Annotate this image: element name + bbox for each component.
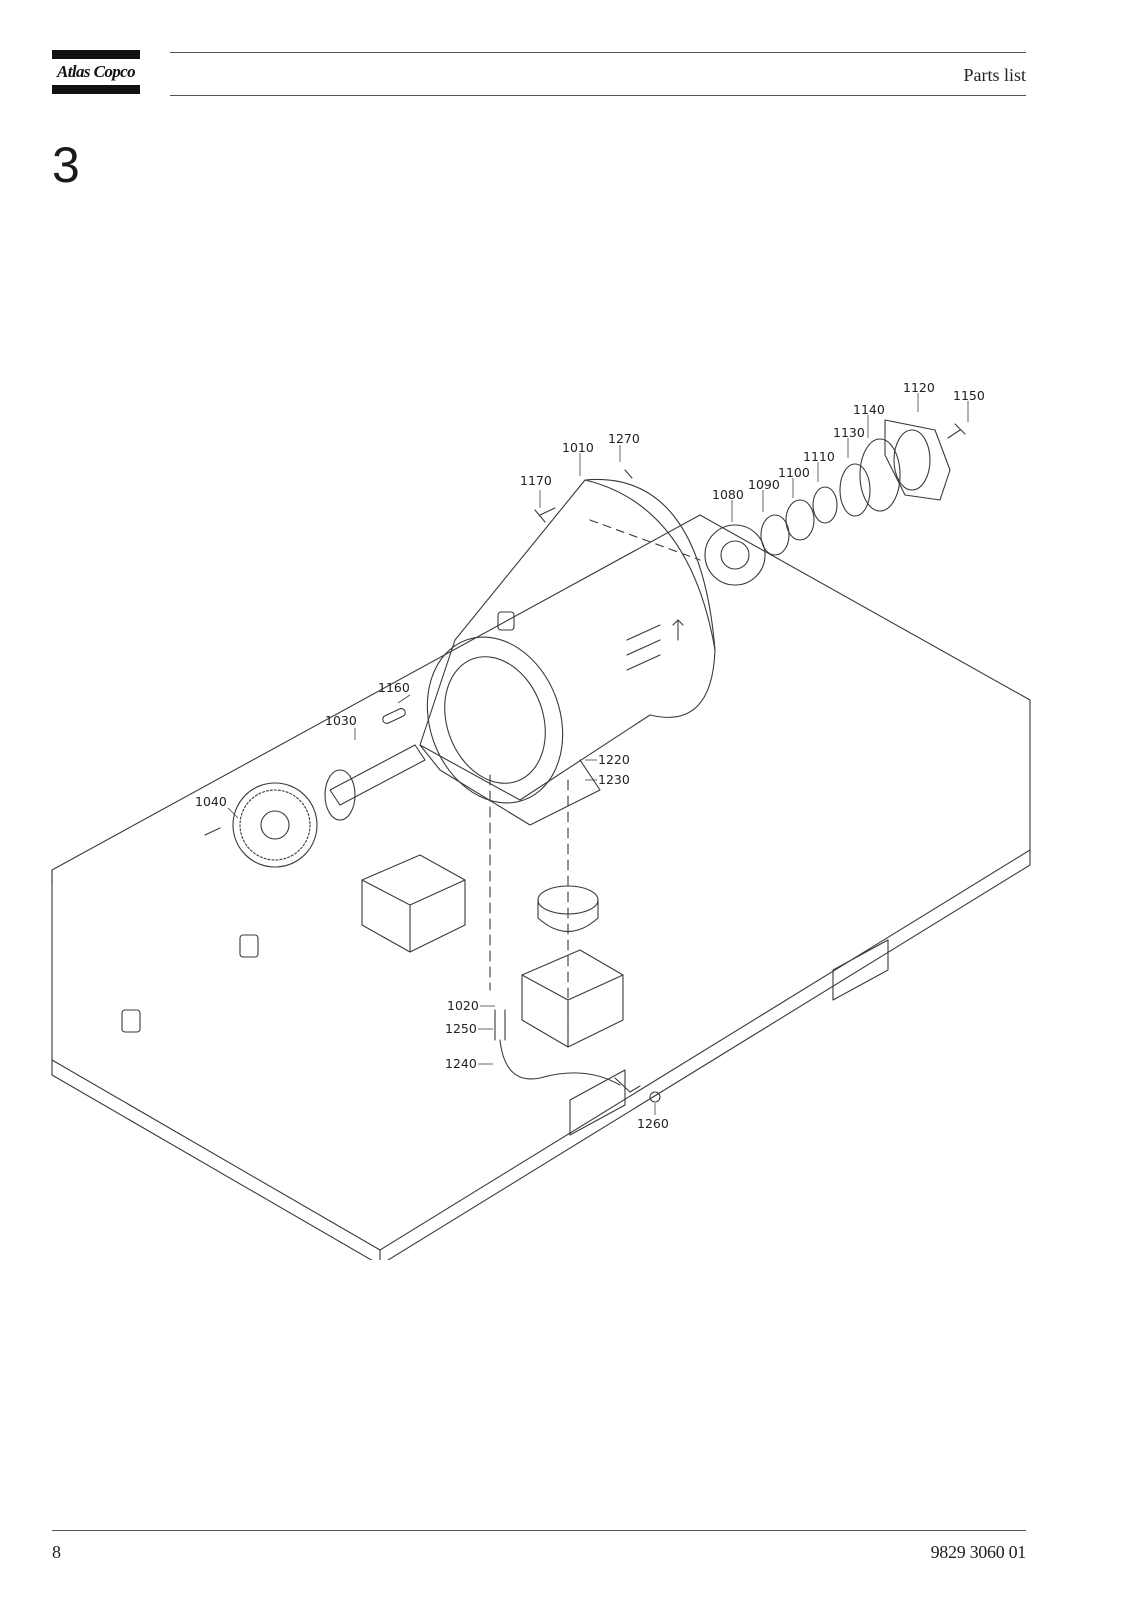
callout-1150: 1150: [953, 388, 985, 403]
support-box-right: [521, 949, 624, 1048]
callout-1240: 1240: [445, 1056, 477, 1071]
section-title: Parts list: [963, 65, 1026, 85]
callout-1090: 1090: [748, 477, 780, 492]
logo-brand-text: Atlas Copco: [57, 62, 136, 81]
callout-1030: 1030: [325, 713, 357, 728]
logo-bar-bottom: [52, 85, 140, 94]
atlas-copco-logo: Atlas Copco: [52, 50, 140, 94]
callout-1010: 1010: [562, 440, 594, 455]
callout-1270: 1270: [608, 431, 640, 446]
callout-1140: 1140: [853, 402, 885, 417]
callout-1080: 1080: [712, 487, 744, 502]
gear-1040: [232, 782, 318, 868]
callout-1230: 1230: [598, 772, 630, 787]
shaft-1030: [329, 744, 426, 806]
callout-1020: 1020: [447, 998, 479, 1013]
logo-bar-top: [52, 50, 140, 59]
callout-1170: 1170: [520, 473, 552, 488]
support-box-left: [361, 854, 466, 953]
footer-rule: [52, 1530, 1026, 1531]
end-cover: [884, 419, 951, 501]
callout-1130: 1130: [833, 425, 865, 440]
callout-1100: 1100: [778, 465, 810, 480]
header-rule-top: [170, 52, 1026, 53]
callout-1260: 1260: [637, 1116, 669, 1131]
document-number: 9829 3060 01: [930, 1542, 1027, 1562]
callout-1160: 1160: [378, 680, 410, 695]
callout-1110: 1110: [803, 449, 835, 464]
page-number: 8: [52, 1542, 61, 1562]
header-rule-bottom: [170, 95, 1026, 96]
base-frame: [51, 514, 1031, 1251]
callout-1220: 1220: [598, 752, 630, 767]
callout-1040: 1040: [195, 794, 227, 809]
chapter-number: 3: [52, 137, 80, 193]
callout-1250: 1250: [445, 1021, 477, 1036]
bearing-1080: [704, 524, 766, 586]
motor-housing: [419, 479, 716, 801]
sensor-cable: [499, 1039, 621, 1086]
exploded-parts-drawing: 1120 1150 1140 1130 1270 1010 1110 1100 …: [0, 360, 1130, 1260]
parts-diagram-svg: 1120 1150 1140 1130 1270 1010 1110 1100 …: [51, 380, 1031, 1260]
callout-1120: 1120: [903, 380, 935, 395]
